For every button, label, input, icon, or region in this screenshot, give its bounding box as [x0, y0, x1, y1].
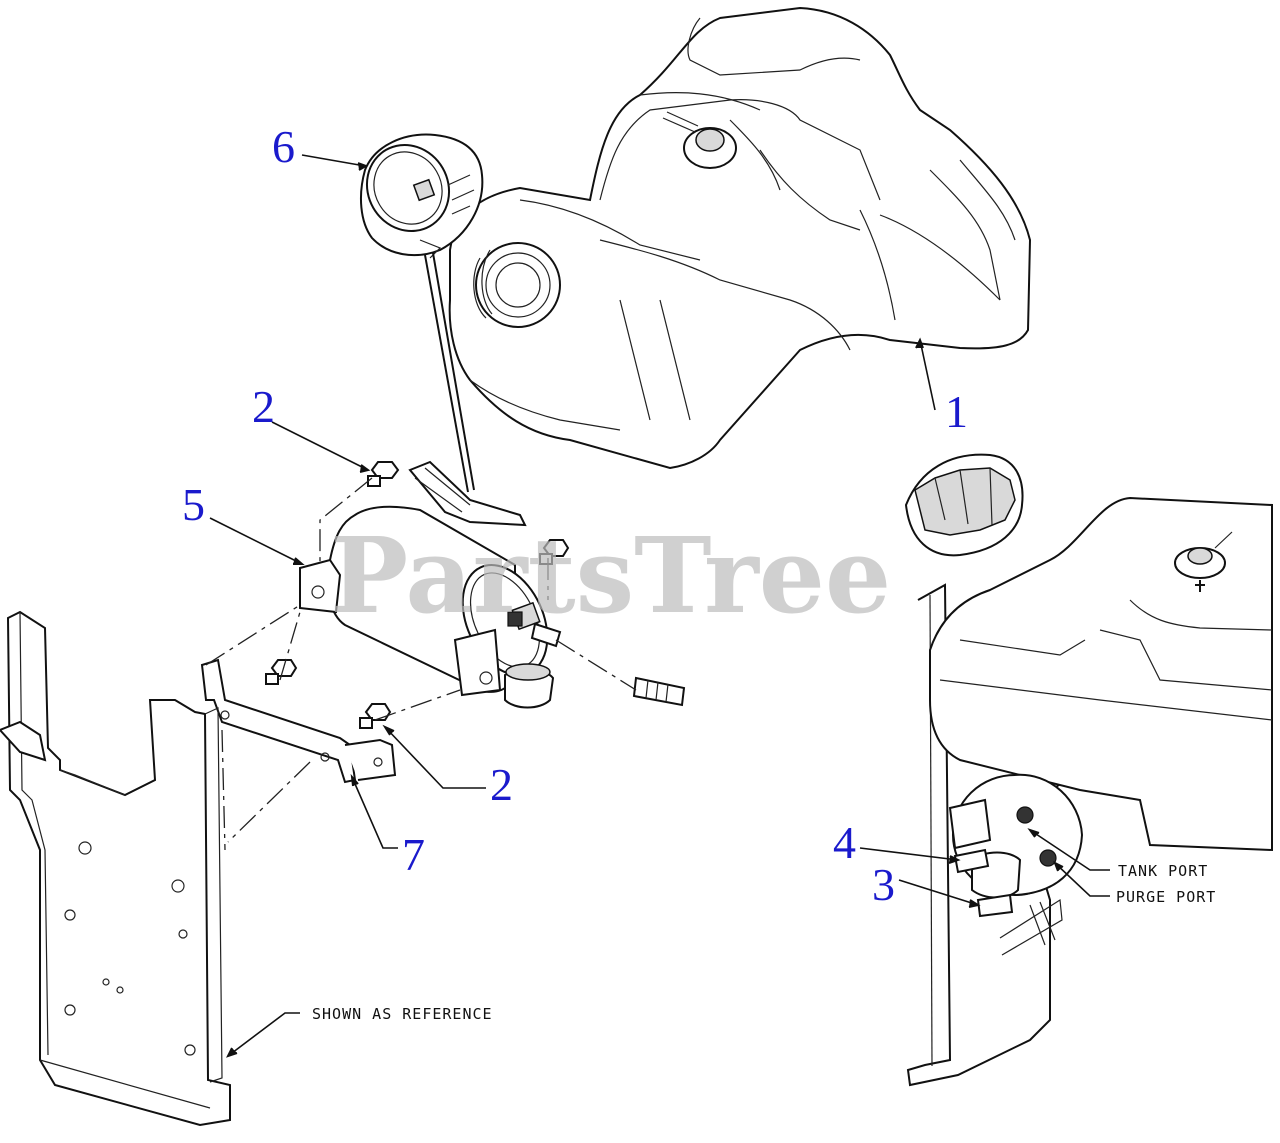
callout-2-lower: 2 — [490, 759, 513, 810]
callout-4: 4 — [833, 817, 856, 868]
leader-lines — [209, 154, 1110, 1058]
callout-7: 7 — [402, 829, 425, 880]
bolt-upper — [367, 461, 400, 487]
inset-assembly — [904, 453, 1273, 1087]
evap-canister — [299, 505, 686, 709]
callout-6: 6 — [272, 121, 295, 172]
purge-port-label: PURGE PORT — [1116, 888, 1216, 906]
watermark: PartsTree — [330, 514, 891, 637]
callout-1: 1 — [945, 386, 968, 437]
fuel-cap — [360, 133, 527, 527]
mounting-bracket — [200, 658, 397, 784]
callout-2-upper: 2 — [252, 381, 275, 432]
callout-3: 3 — [872, 859, 895, 910]
shown-as-reference-label: SHOWN AS REFERENCE — [312, 1005, 493, 1023]
reference-panel — [0, 610, 231, 1127]
bolt-canister-right — [539, 539, 570, 565]
assembly-lines — [205, 477, 637, 851]
bolt-bracket-right — [359, 703, 392, 729]
tank-port-label: TANK PORT — [1118, 862, 1208, 880]
fuel-tank — [448, 6, 1032, 470]
bolt-bracket-left — [265, 659, 298, 685]
callout-5: 5 — [182, 479, 205, 530]
